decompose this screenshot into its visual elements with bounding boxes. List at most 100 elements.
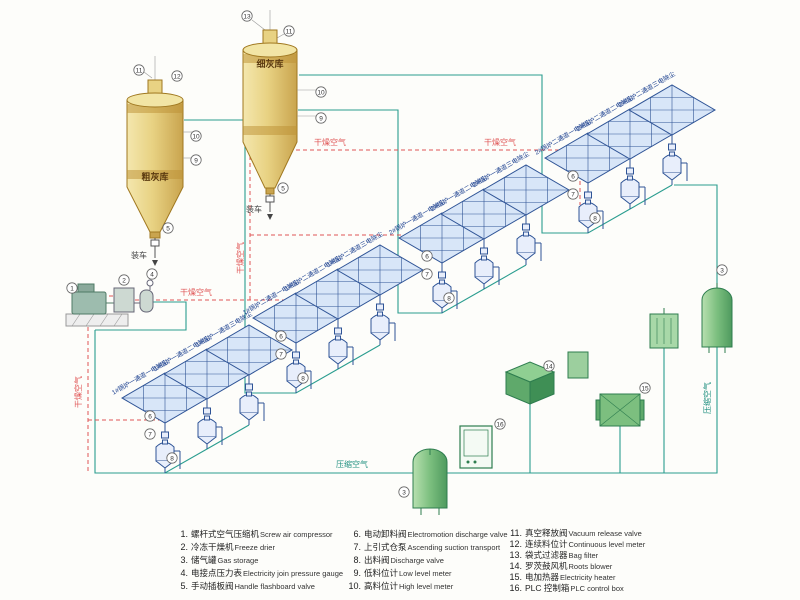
marker: 6 bbox=[144, 410, 156, 422]
svg-text:7: 7 bbox=[571, 191, 575, 198]
marker: 8 bbox=[443, 292, 455, 304]
svg-text:7: 7 bbox=[425, 271, 429, 278]
svg-text:6: 6 bbox=[148, 413, 152, 420]
svg-text:6: 6 bbox=[425, 253, 429, 260]
marker: 4 bbox=[146, 268, 158, 280]
legend-item-zh: 电加热器 bbox=[525, 572, 560, 582]
svg-text:5: 5 bbox=[166, 225, 170, 232]
suction-transport-pump bbox=[474, 238, 500, 290]
marker: 15 bbox=[639, 382, 651, 394]
marker: 2 bbox=[118, 274, 130, 286]
fine-silo-label: 细灰库 bbox=[256, 58, 283, 69]
legend-item-number: 11. bbox=[510, 528, 522, 538]
legend-item-zh: 罗茨鼓风机 bbox=[525, 561, 568, 571]
compressed-air-label: 压缩空气 bbox=[702, 382, 712, 414]
legend-item-en: Gas storage bbox=[217, 556, 259, 565]
dry-air-label: 干燥空气 bbox=[314, 137, 346, 147]
svg-text:3: 3 bbox=[402, 489, 406, 496]
screw-air-compressor bbox=[71, 291, 107, 315]
svg-text:11: 11 bbox=[286, 28, 293, 35]
marker: 6 bbox=[567, 170, 579, 182]
coarse-ash-silo: 粗灰库 装车 bbox=[126, 56, 196, 266]
svg-text:11: 11 bbox=[136, 67, 143, 74]
marker: 14 bbox=[543, 360, 555, 372]
dry-air-label: 干燥空气 bbox=[484, 137, 516, 147]
marker: 10 bbox=[315, 86, 327, 98]
aux-green-cabinet bbox=[567, 351, 589, 379]
marker: 5 bbox=[162, 222, 174, 234]
svg-text:10: 10 bbox=[317, 89, 325, 96]
svg-text:15: 15 bbox=[641, 385, 649, 392]
marker: 6 bbox=[275, 330, 287, 342]
legend-item-en: Discharge valve bbox=[390, 556, 444, 565]
legend-item-en: Freeze drier bbox=[234, 543, 275, 552]
legend-item-en: Roots blower bbox=[568, 562, 613, 571]
legend-item-number: 15. bbox=[509, 572, 522, 582]
legend-item-zh: 储气罐 bbox=[191, 555, 217, 565]
legend-item-en: Electricity join pressure gauge bbox=[243, 569, 344, 578]
suction-transport-pump bbox=[432, 262, 458, 314]
plc-control-box bbox=[459, 425, 493, 469]
legend-item-en: Screw air compressor bbox=[260, 530, 333, 539]
suction-transport-pump bbox=[239, 374, 265, 426]
suction-transport-pump bbox=[662, 134, 688, 186]
marker: 3 bbox=[398, 486, 410, 498]
legend-item-zh: 冷冻干燥机 bbox=[191, 542, 234, 552]
legend-item-zh: 电接点压力表 bbox=[191, 568, 243, 578]
dry-air-label: 干燥空气 bbox=[235, 242, 245, 274]
svg-text:6: 6 bbox=[279, 333, 283, 340]
svg-text:14: 14 bbox=[545, 363, 553, 370]
legend-item-number: 12. bbox=[509, 539, 522, 549]
compressed-air-label: 压缩空气 bbox=[336, 459, 368, 469]
legend-item-zh: 出料阀 bbox=[364, 555, 390, 565]
truck-loading-label-right: 装车 bbox=[246, 204, 262, 214]
legend-item-number: 16. bbox=[509, 583, 522, 593]
legend-item-zh: 连续料位计 bbox=[525, 539, 568, 549]
bag-filter-unit bbox=[649, 308, 679, 349]
legend-item-number: 6. bbox=[353, 529, 361, 539]
esp-group-labels: 1#锅炉一通道一电除尘 1#锅炉一通道二电除尘 1#锅炉一通道三电除尘 1#锅炉… bbox=[110, 69, 677, 397]
svg-text:9: 9 bbox=[319, 115, 323, 122]
gas-storage-tank-right bbox=[701, 283, 733, 353]
fine-ash-silo: 细灰库 装车 bbox=[242, 10, 321, 220]
legend-item-en: Continuous level meter bbox=[568, 540, 646, 549]
svg-text:8: 8 bbox=[593, 215, 597, 222]
legend-item-number: 9. bbox=[353, 568, 361, 578]
legend-item-number: 8. bbox=[353, 555, 361, 565]
coarse-silo-label: 粗灰库 bbox=[141, 171, 168, 182]
marker: 6 bbox=[421, 250, 433, 262]
legend-item-en: Electricity heater bbox=[560, 573, 616, 582]
legend-item-en: PLC control box bbox=[570, 584, 624, 593]
marker: 7 bbox=[567, 188, 579, 200]
gas-buffer-tank bbox=[139, 289, 154, 313]
svg-text:2: 2 bbox=[122, 277, 126, 284]
svg-text:10: 10 bbox=[192, 133, 200, 140]
freeze-drier bbox=[113, 287, 135, 313]
legend-item-zh: PLC 控制箱 bbox=[525, 583, 570, 593]
svg-text:6: 6 bbox=[571, 173, 575, 180]
legend-item-en: Bag filter bbox=[568, 551, 599, 560]
svg-text:7: 7 bbox=[279, 351, 283, 358]
legend-item-en: Electromotion discharge valve bbox=[407, 530, 508, 539]
marker: 7 bbox=[421, 268, 433, 280]
legend-item-zh: 真空释放阀 bbox=[525, 528, 568, 538]
svg-text:12: 12 bbox=[173, 73, 181, 80]
legend-item-zh: 手动插板阀 bbox=[191, 581, 234, 591]
svg-text:8: 8 bbox=[301, 375, 305, 382]
